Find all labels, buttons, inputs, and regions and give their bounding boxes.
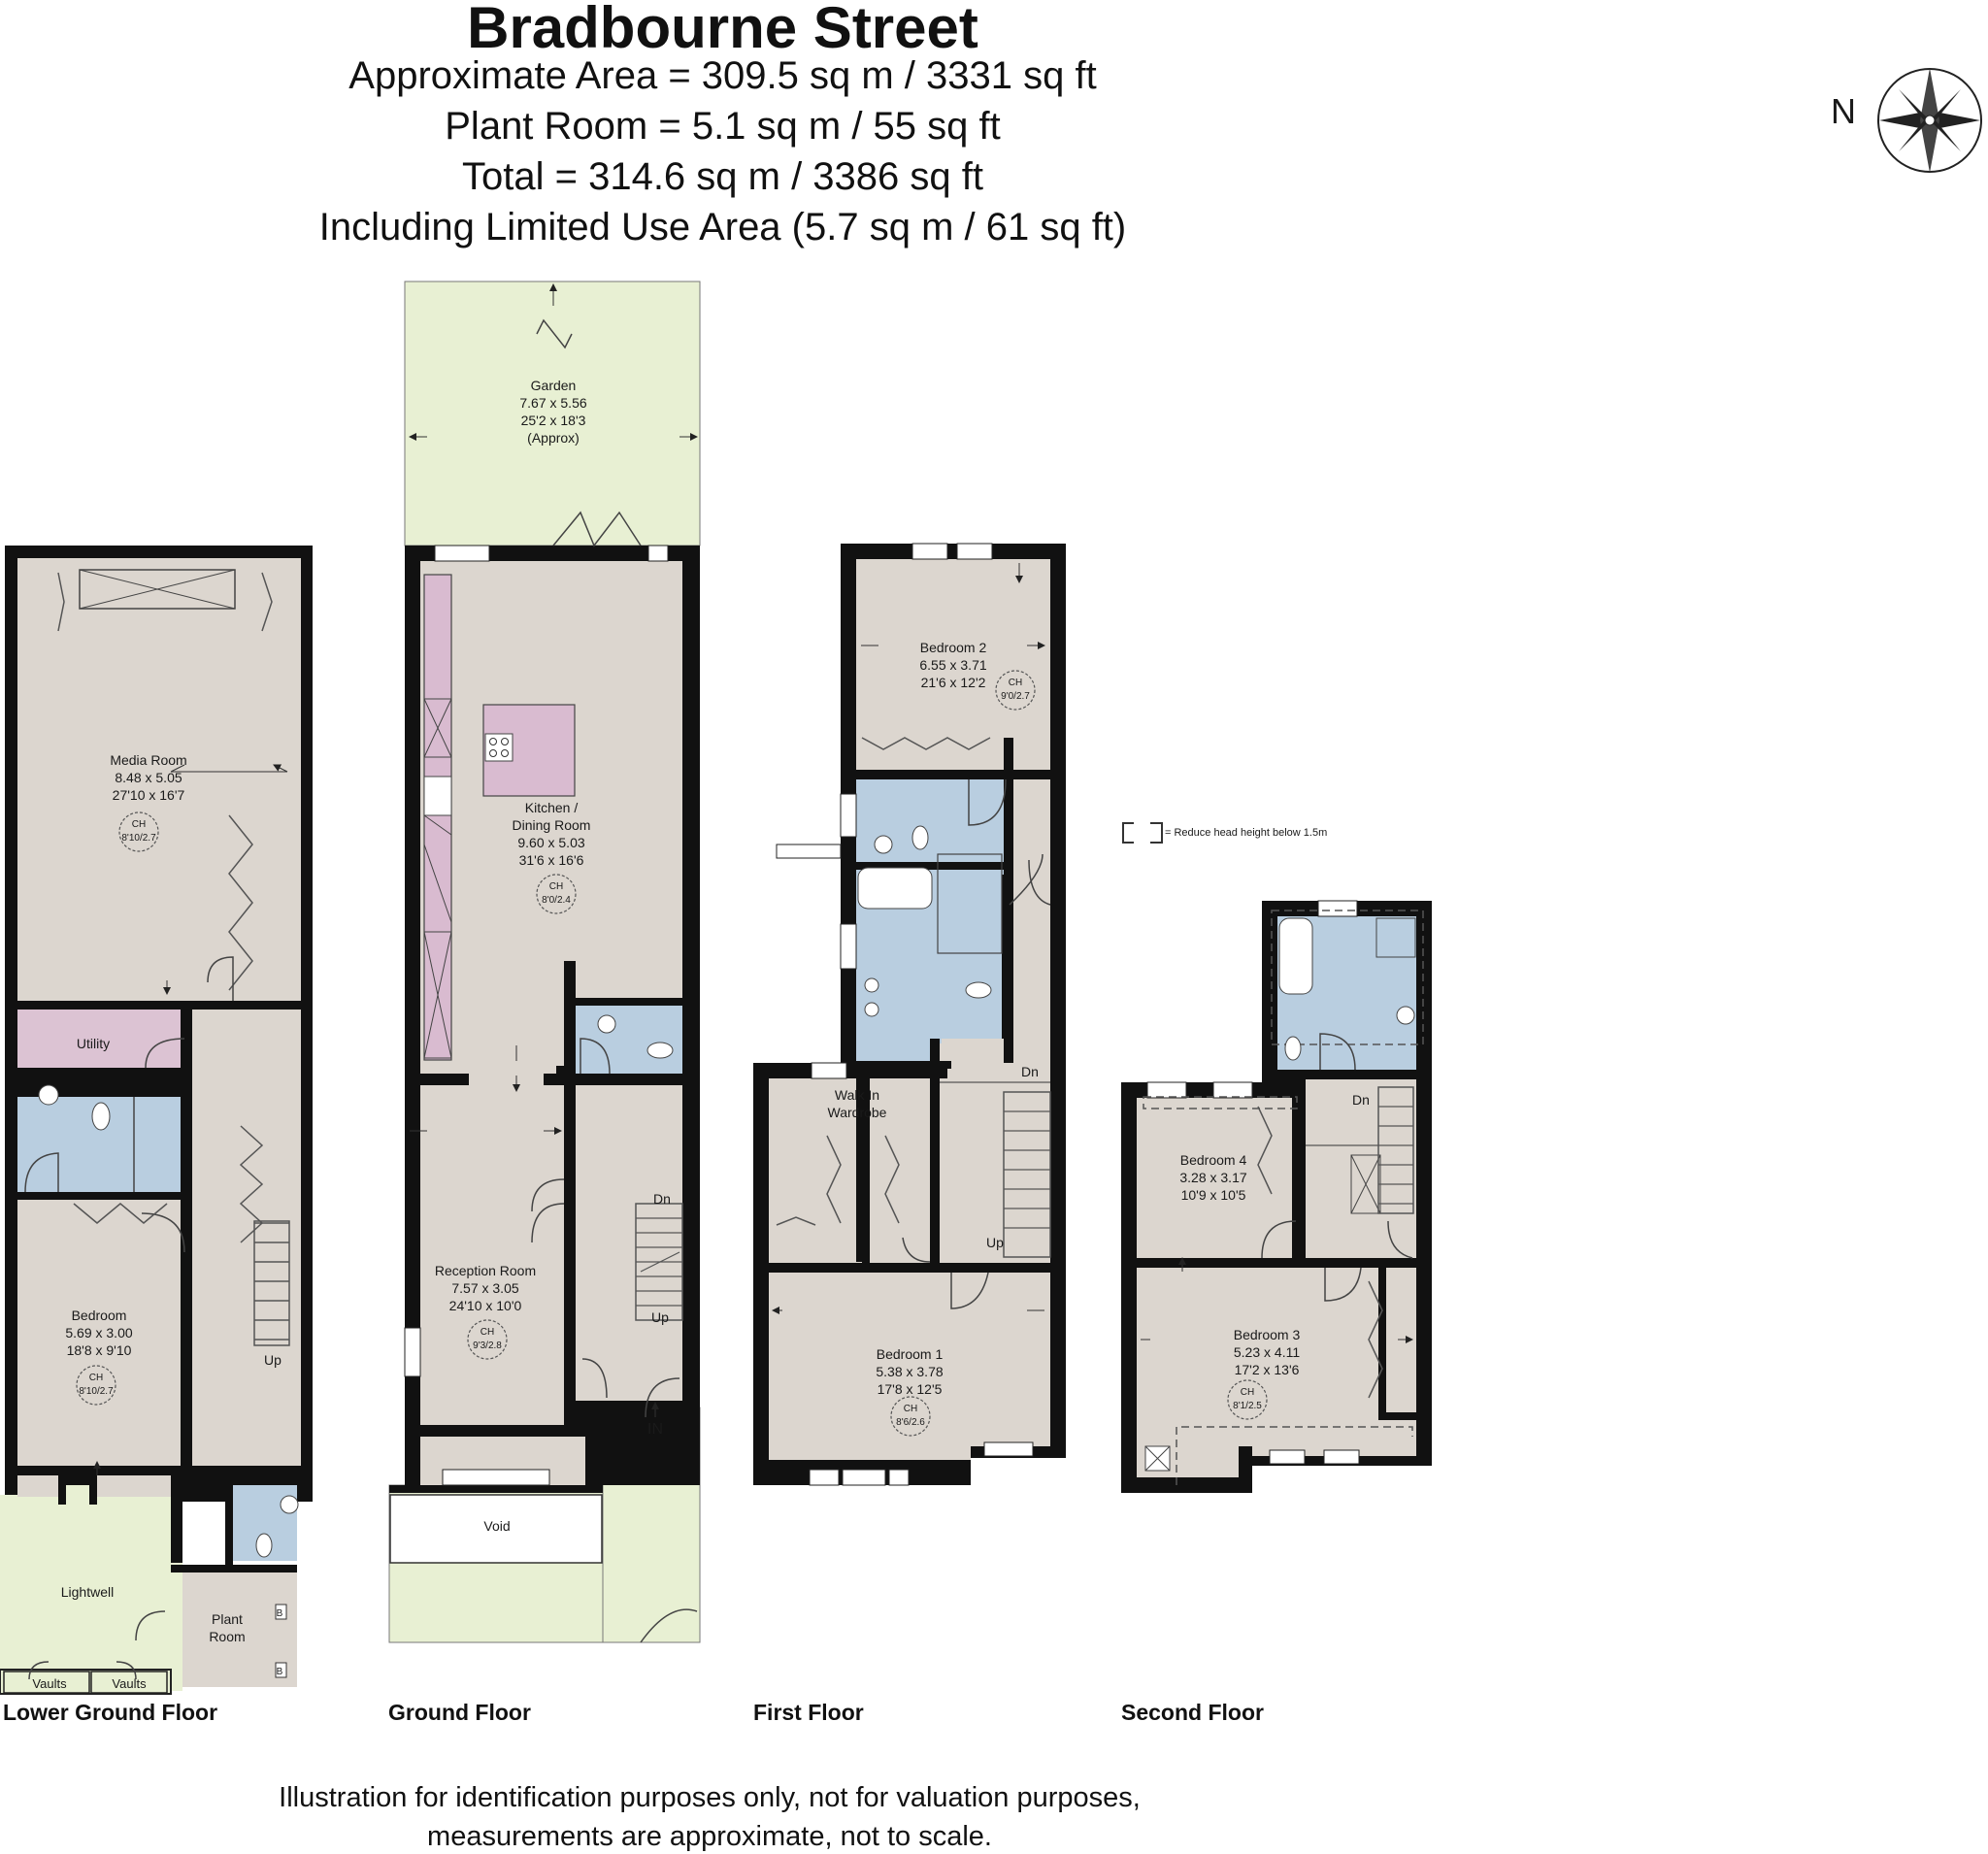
first-stair-up: Up [986,1235,1004,1250]
kitchen-line1: Kitchen / [525,800,579,815]
garden-name: Garden [531,378,577,393]
reception-ch: CH [480,1327,494,1338]
media-room-ch-val: 8'10/2.7 [121,833,156,844]
reception-dim-ft: 24'10 x 10'0 [449,1298,522,1313]
lower-ground-floor [0,546,313,1695]
floor-label-ground: Ground Floor [388,1700,531,1725]
bedroom4-dim-ft: 10'9 x 10'5 [1181,1187,1246,1203]
kitchen-dim-m: 9.60 x 5.03 [517,835,584,850]
bedroom1-room [769,1273,1050,1447]
en-suite-a [856,779,1004,875]
kitchen-dim-ft: 31'6 x 16'6 [519,852,584,868]
kitchen-ch-val: 8'0/2.4 [542,895,571,906]
bedroom3-dim-m: 5.23 x 4.11 [1234,1344,1300,1360]
area-line: Plant Room = 5.1 sq m / 55 sq ft [445,105,1001,148]
boiler-a: B [277,1608,283,1619]
reception-room [420,1085,564,1425]
bedroom1-dim-m: 5.38 x 3.78 [876,1364,943,1379]
kitchen-ch: CH [549,881,563,892]
void-area [389,1494,603,1564]
bedroom-lg-name: Bedroom [72,1308,127,1323]
boiler-b: B [277,1667,283,1677]
bedroom-room [17,1200,181,1466]
bedroom4-dim-m: 3.28 x 3.17 [1179,1170,1246,1185]
second-landing [1306,1079,1416,1258]
bedroom2-dim-ft: 21'6 x 12'2 [921,675,986,690]
plant-line1: Plant [212,1611,243,1627]
kitchen-line2: Dining Room [513,817,591,833]
bedroom-lg-dim-m: 5.69 x 3.00 [65,1325,132,1341]
bedroom3-ch: CH [1241,1387,1254,1398]
media-room-dim-m: 8.48 x 5.05 [115,770,182,785]
bedroom2-dim-m: 6.55 x 3.71 [919,657,986,673]
ground-stair-up: Up [651,1309,669,1325]
bedroom4-name: Bedroom 4 [1180,1152,1247,1168]
bedroom3-dim-ft: 17'2 x 13'6 [1235,1362,1300,1377]
floor-label-lower-ground: Lower Ground Floor [3,1700,218,1725]
void-name: Void [483,1518,510,1534]
vault-b: Vaults [112,1676,147,1691]
reception-ch-val: 9'3/2.8 [473,1341,502,1351]
walkin-line2: Wardrobe [828,1105,887,1120]
ground-hall [576,1085,682,1401]
disclaimer-line: Illustration for identification purposes… [279,1782,1141,1813]
garden-note: (Approx) [527,430,580,446]
first-floor [753,543,1066,1486]
vault-a: Vaults [32,1676,67,1691]
bedroom-lg-ch: CH [89,1373,103,1383]
bedroom2-name: Bedroom 2 [920,640,987,655]
bedroom-lg-ch-val: 8'10/2.7 [79,1386,114,1397]
bedroom1-name: Bedroom 1 [877,1346,944,1362]
floor-label-first: First Floor [753,1700,864,1725]
ground-stair-dn: Dn [653,1191,671,1207]
media-room-ch: CH [132,819,146,830]
reception-dim-m: 7.57 x 3.05 [451,1280,518,1296]
entrance-label: IN [647,1421,663,1438]
second-floor [1121,900,1432,1493]
first-stair-dn: Dn [1021,1064,1039,1079]
kitchen-room [420,561,682,1066]
first-landing [940,1043,1050,1267]
garden [404,281,701,546]
area-line: Total = 314.6 sq m / 3386 sq ft [462,155,983,198]
bedroom1-dim-ft: 17'8 x 12'5 [878,1381,943,1397]
plant-line2: Room [209,1629,245,1644]
bedroom2-ch: CH [1009,678,1022,688]
compass-n: N [1831,91,1856,131]
ground-floor [388,281,701,1643]
bedroom3-ch-val: 8'1/2.5 [1233,1401,1262,1411]
reception-name: Reception Room [435,1263,536,1278]
compass-icon [1877,68,1982,173]
bedroom-lg-dim-ft: 18'8 x 9'10 [67,1342,132,1358]
lg-stair-up: Up [264,1352,282,1368]
walkin-line1: Walk In [835,1087,879,1103]
lightwell [17,1485,171,1689]
utility-name: Utility [77,1036,110,1051]
legend-limited-use-icon [1122,822,1163,844]
plan-title: Bradbourne Street [467,0,978,60]
garden-dim-ft: 25'2 x 18'3 [521,413,586,428]
media-room-dim-ft: 27'10 x 16'7 [113,787,185,803]
bedroom2-room [856,559,1050,770]
bedroom1-ch: CH [904,1404,917,1414]
legend-text: = Reduce head height below 1.5m [1165,827,1327,839]
bedroom3-room [1137,1268,1416,1446]
lightwell-name: Lightwell [61,1584,114,1600]
floor-label-second: Second Floor [1121,1700,1264,1725]
disclaimer-line: measurements are approximate, not to sca… [427,1821,992,1852]
media-room [17,558,301,1001]
second-stair-dn: Dn [1352,1092,1370,1108]
utility-room [17,1010,184,1068]
media-room-name: Media Room [110,752,186,768]
walk-in-wardrobe [769,1078,930,1263]
bedroom2-ch-val: 9'0/2.7 [1001,691,1030,702]
area-line: Including Limited Use Area (5.7 sq m / 6… [318,206,1127,248]
area-line: Approximate Area = 309.5 sq m / 3331 sq … [348,54,1097,97]
bedroom1-ch-val: 8'6/2.6 [896,1417,925,1428]
ground-wc [576,1006,682,1074]
bedroom3-name: Bedroom 3 [1234,1327,1301,1342]
garden-dim-m: 7.67 x 5.56 [519,395,586,411]
